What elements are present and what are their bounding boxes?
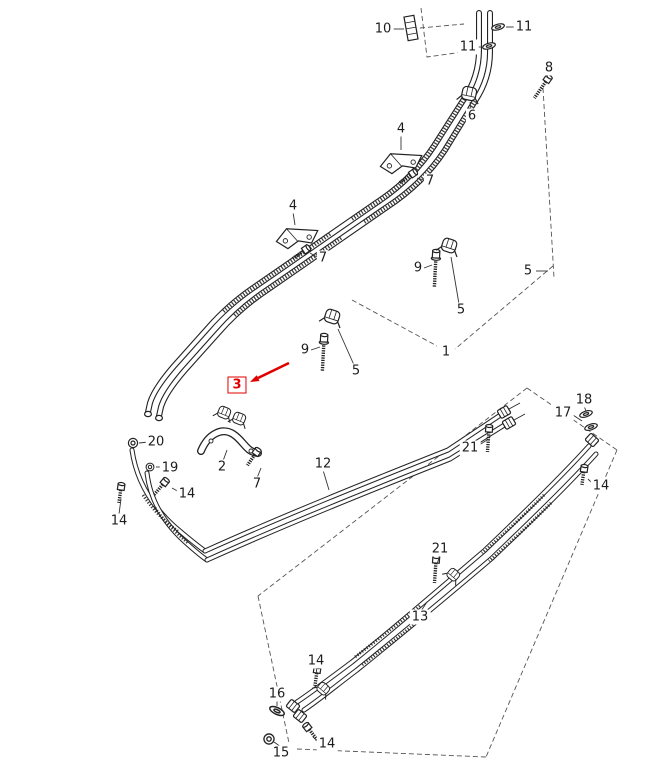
part-callout-14[interactable]: 14: [590, 478, 612, 494]
upper-pipe-assembly: [144, 10, 493, 422]
seal-ring-19: [145, 462, 155, 472]
part-callout-17[interactable]: 17: [552, 405, 574, 421]
part-callout-20[interactable]: 20: [145, 434, 167, 450]
clamp-10: [403, 14, 419, 42]
bolt-9b: [316, 331, 331, 373]
part-callout-16[interactable]: 16: [266, 686, 288, 702]
seal-ring-20: [127, 437, 139, 449]
part-callout-4[interactable]: 4: [286, 198, 300, 214]
part-callout-15[interactable]: 15: [270, 745, 292, 761]
bolt-14b: [113, 480, 127, 506]
part-callout-5[interactable]: 5: [349, 363, 363, 379]
part-callout-21[interactable]: 21: [459, 440, 481, 456]
part-callout-13[interactable]: 13: [409, 609, 431, 625]
pipe-12-pair: [202, 402, 526, 563]
part-callout-5[interactable]: 5: [521, 263, 535, 279]
seal-ring-16: [267, 703, 287, 719]
part-callout-12[interactable]: 12: [312, 456, 334, 472]
part-callout-14[interactable]: 14: [305, 653, 327, 669]
bolt-8: [529, 71, 555, 102]
part-callout-1[interactable]: 1: [439, 344, 453, 360]
part-callout-11[interactable]: 11: [457, 39, 479, 55]
dashed-boundaries: [257, 7, 618, 758]
clip-5b: [318, 306, 346, 329]
clip-3b: [227, 409, 251, 430]
part-callout-14[interactable]: 14: [108, 513, 130, 529]
left-hose-pair: [129, 447, 210, 563]
grommet-11b: [481, 41, 497, 51]
part-callout-14[interactable]: 14: [176, 486, 198, 502]
part-callout-9[interactable]: 9: [298, 342, 312, 358]
part-callout-7[interactable]: 7: [316, 250, 330, 266]
part-callout-7[interactable]: 7: [423, 173, 437, 189]
part-callout-2[interactable]: 2: [215, 459, 229, 475]
part-callout-7[interactable]: 7: [250, 476, 264, 492]
hose-13-pair: [285, 443, 599, 724]
part-callout-6[interactable]: 6: [465, 108, 479, 124]
part-callout-8[interactable]: 8: [542, 60, 556, 76]
part-callout-5[interactable]: 5: [454, 302, 468, 318]
part-callout-14[interactable]: 14: [316, 736, 338, 752]
highlight-arrow: [250, 361, 290, 382]
part-callout-21[interactable]: 21: [429, 541, 451, 557]
part-callout-4[interactable]: 4: [394, 121, 408, 137]
grommet-17: [583, 421, 599, 433]
bolt-9a: [428, 247, 443, 289]
part-callout-3-highlighted[interactable]: 3: [227, 376, 247, 394]
part-callout-19[interactable]: 19: [159, 460, 181, 476]
part-callout-18[interactable]: 18: [573, 392, 595, 408]
bolt-14a: [150, 474, 172, 499]
grommet-11a: [490, 22, 506, 32]
part-callout-11[interactable]: 11: [513, 19, 535, 35]
part-callout-10[interactable]: 10: [372, 21, 394, 37]
bracket-2: [197, 427, 262, 457]
leader-lines: [118, 26, 595, 748]
seal-ring-15: [263, 733, 275, 745]
part-callout-9[interactable]: 9: [411, 260, 425, 276]
